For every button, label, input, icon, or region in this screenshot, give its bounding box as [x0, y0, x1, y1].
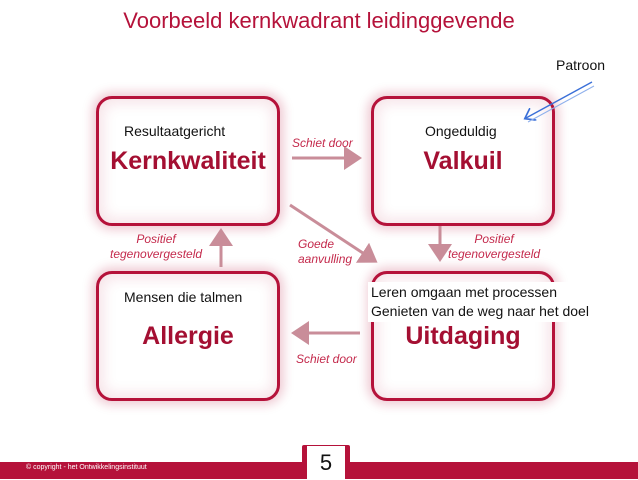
- edge-left-line1: Positief: [136, 232, 176, 246]
- edge-bottom-label: Schiet door: [296, 352, 357, 366]
- allergie-label: Mensen die talmen: [120, 288, 247, 306]
- uitdaging-line1: Leren omgaan met processen: [371, 284, 557, 300]
- uitdaging-title: Uitdaging: [405, 322, 521, 350]
- blue-arrow: [526, 81, 593, 118]
- patroon-annotation: Patroon: [556, 57, 606, 73]
- edge-right-line1: Positief: [474, 232, 514, 246]
- edge-right-label: Positief tegenovergesteld: [448, 232, 540, 262]
- arrow-diagonal: [289, 203, 378, 263]
- blue-arrow-shadow: [527, 85, 595, 123]
- slide-title: Voorbeeld kernkwadrant leidinggevende: [123, 8, 515, 33]
- edge-diagonal-label: Goede aanvulling: [298, 237, 352, 267]
- edge-diag-line1: Goede: [298, 237, 335, 251]
- uitdaging-line2: Genieten van de weg naar het doel: [371, 303, 589, 319]
- allergie-title: Allergie: [142, 322, 234, 350]
- edge-top-label: Schiet door: [292, 136, 353, 150]
- copyright-text: © copyright - het Ontwikkelingsinstituut: [26, 464, 147, 471]
- kernkwaliteit-title: Kernkwaliteit: [110, 147, 266, 175]
- page-number: 5: [307, 446, 345, 479]
- edge-left-line2: tegenovergesteld: [110, 247, 203, 261]
- edge-right-line2: tegenovergesteld: [448, 247, 541, 261]
- kernkwaliteit-box: Kernkwaliteit: [96, 96, 280, 226]
- valkuil-label: Ongeduldig: [421, 122, 501, 140]
- kernkwaliteit-label: Resultaatgericht: [120, 122, 230, 140]
- valkuil-title: Valkuil: [423, 147, 503, 175]
- edge-diag-line2: aanvulling: [298, 252, 353, 266]
- valkuil-box: Valkuil: [371, 96, 555, 226]
- uitdaging-description: Leren omgaan met processen Genieten van …: [368, 282, 592, 322]
- edge-left-label: Positief tegenovergesteld: [110, 232, 202, 262]
